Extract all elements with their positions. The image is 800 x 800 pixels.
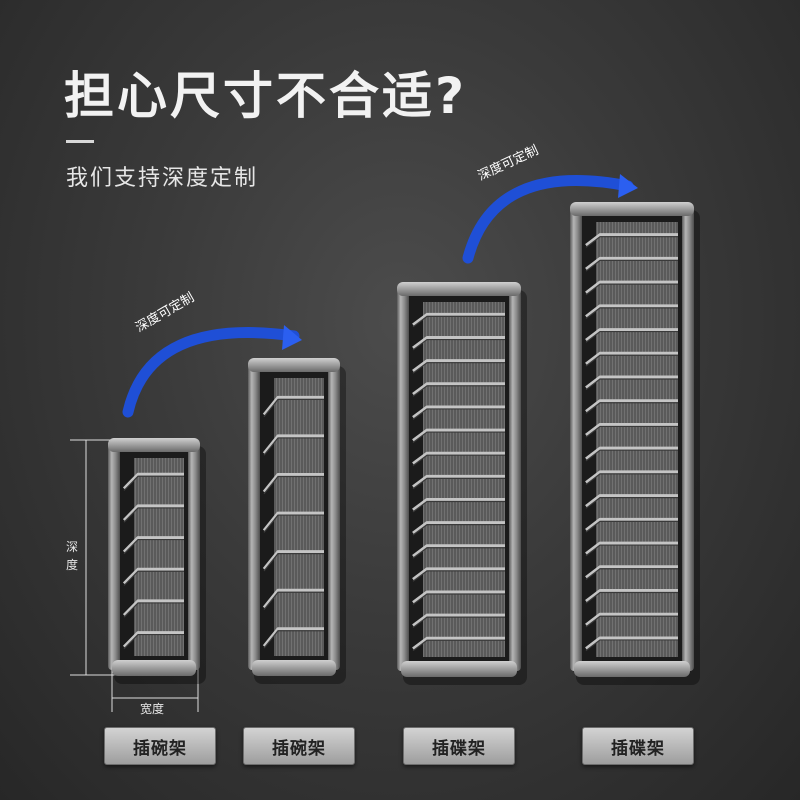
slot-divider <box>585 470 678 484</box>
slot-divider <box>262 395 324 416</box>
slot-divider <box>585 399 678 413</box>
arrow-curve <box>462 175 634 264</box>
slot-divider <box>585 304 678 318</box>
slot-divider <box>122 599 184 617</box>
slot-divider <box>412 474 505 488</box>
slot-divider <box>585 565 678 579</box>
slot-divider <box>585 446 678 461</box>
custom-arrow-large <box>462 174 638 264</box>
arrow-head-icon <box>282 325 302 350</box>
slot-divider <box>262 588 324 609</box>
plate-rack-4 <box>570 202 700 685</box>
custom-arrow-small <box>122 325 302 418</box>
slot-divider <box>585 233 678 247</box>
slot-divider <box>412 405 505 419</box>
slot-divider <box>585 256 678 271</box>
bowl-rack-1 <box>108 438 206 684</box>
slot-divider <box>412 567 505 581</box>
slot-divider <box>585 589 678 603</box>
slot-divider <box>412 613 505 627</box>
headline-title: 担心尺寸不合适? <box>64 67 468 125</box>
slot-divider <box>262 473 324 493</box>
product-label-bowl-rack-2: 插碗架 <box>243 727 355 765</box>
slot-divider <box>262 550 324 570</box>
slot-divider <box>412 636 505 650</box>
slot-divider <box>122 567 184 585</box>
plate-rack-3 <box>397 282 527 685</box>
slot-divider <box>585 517 678 532</box>
slot-divider <box>412 544 505 558</box>
slot-divider <box>122 536 184 553</box>
product-label-plate-rack-2: 插碟架 <box>582 727 694 765</box>
slot-divider <box>585 422 678 437</box>
slot-divider <box>412 451 505 465</box>
slot-divider <box>412 521 505 535</box>
title-divider <box>66 140 94 143</box>
slot-divider <box>585 636 678 650</box>
slot-divider <box>412 336 505 350</box>
slot-divider <box>262 627 324 648</box>
slot-divider <box>412 359 505 373</box>
product-label-bowl-rack-1: 插碗架 <box>104 727 216 765</box>
width-label: 宽度 <box>140 702 165 716</box>
arrow-curve <box>122 327 300 418</box>
slot-divider <box>585 351 678 366</box>
slot-divider <box>262 511 324 532</box>
slot-divider <box>585 328 678 342</box>
bowl-rack-2 <box>248 358 346 684</box>
slot-divider <box>585 375 678 389</box>
product-label-plate-rack-1: 插碟架 <box>403 727 515 765</box>
slot-divider <box>412 312 505 327</box>
slot-divider <box>412 497 505 512</box>
arrow-head-icon <box>618 174 638 198</box>
slot-divider <box>412 382 505 396</box>
slot-divider <box>122 504 184 522</box>
slot-divider <box>412 428 505 442</box>
slot-divider <box>412 590 505 604</box>
slot-divider <box>585 612 678 627</box>
headline-subtitle: 我们支持深度定制 <box>66 166 259 191</box>
slot-divider <box>585 494 678 508</box>
slot-divider <box>262 434 324 455</box>
depth-label: 深 度 <box>66 540 79 572</box>
slot-divider <box>122 472 184 490</box>
slot-divider <box>585 541 678 555</box>
slot-divider <box>585 280 678 294</box>
slot-divider <box>122 631 184 648</box>
